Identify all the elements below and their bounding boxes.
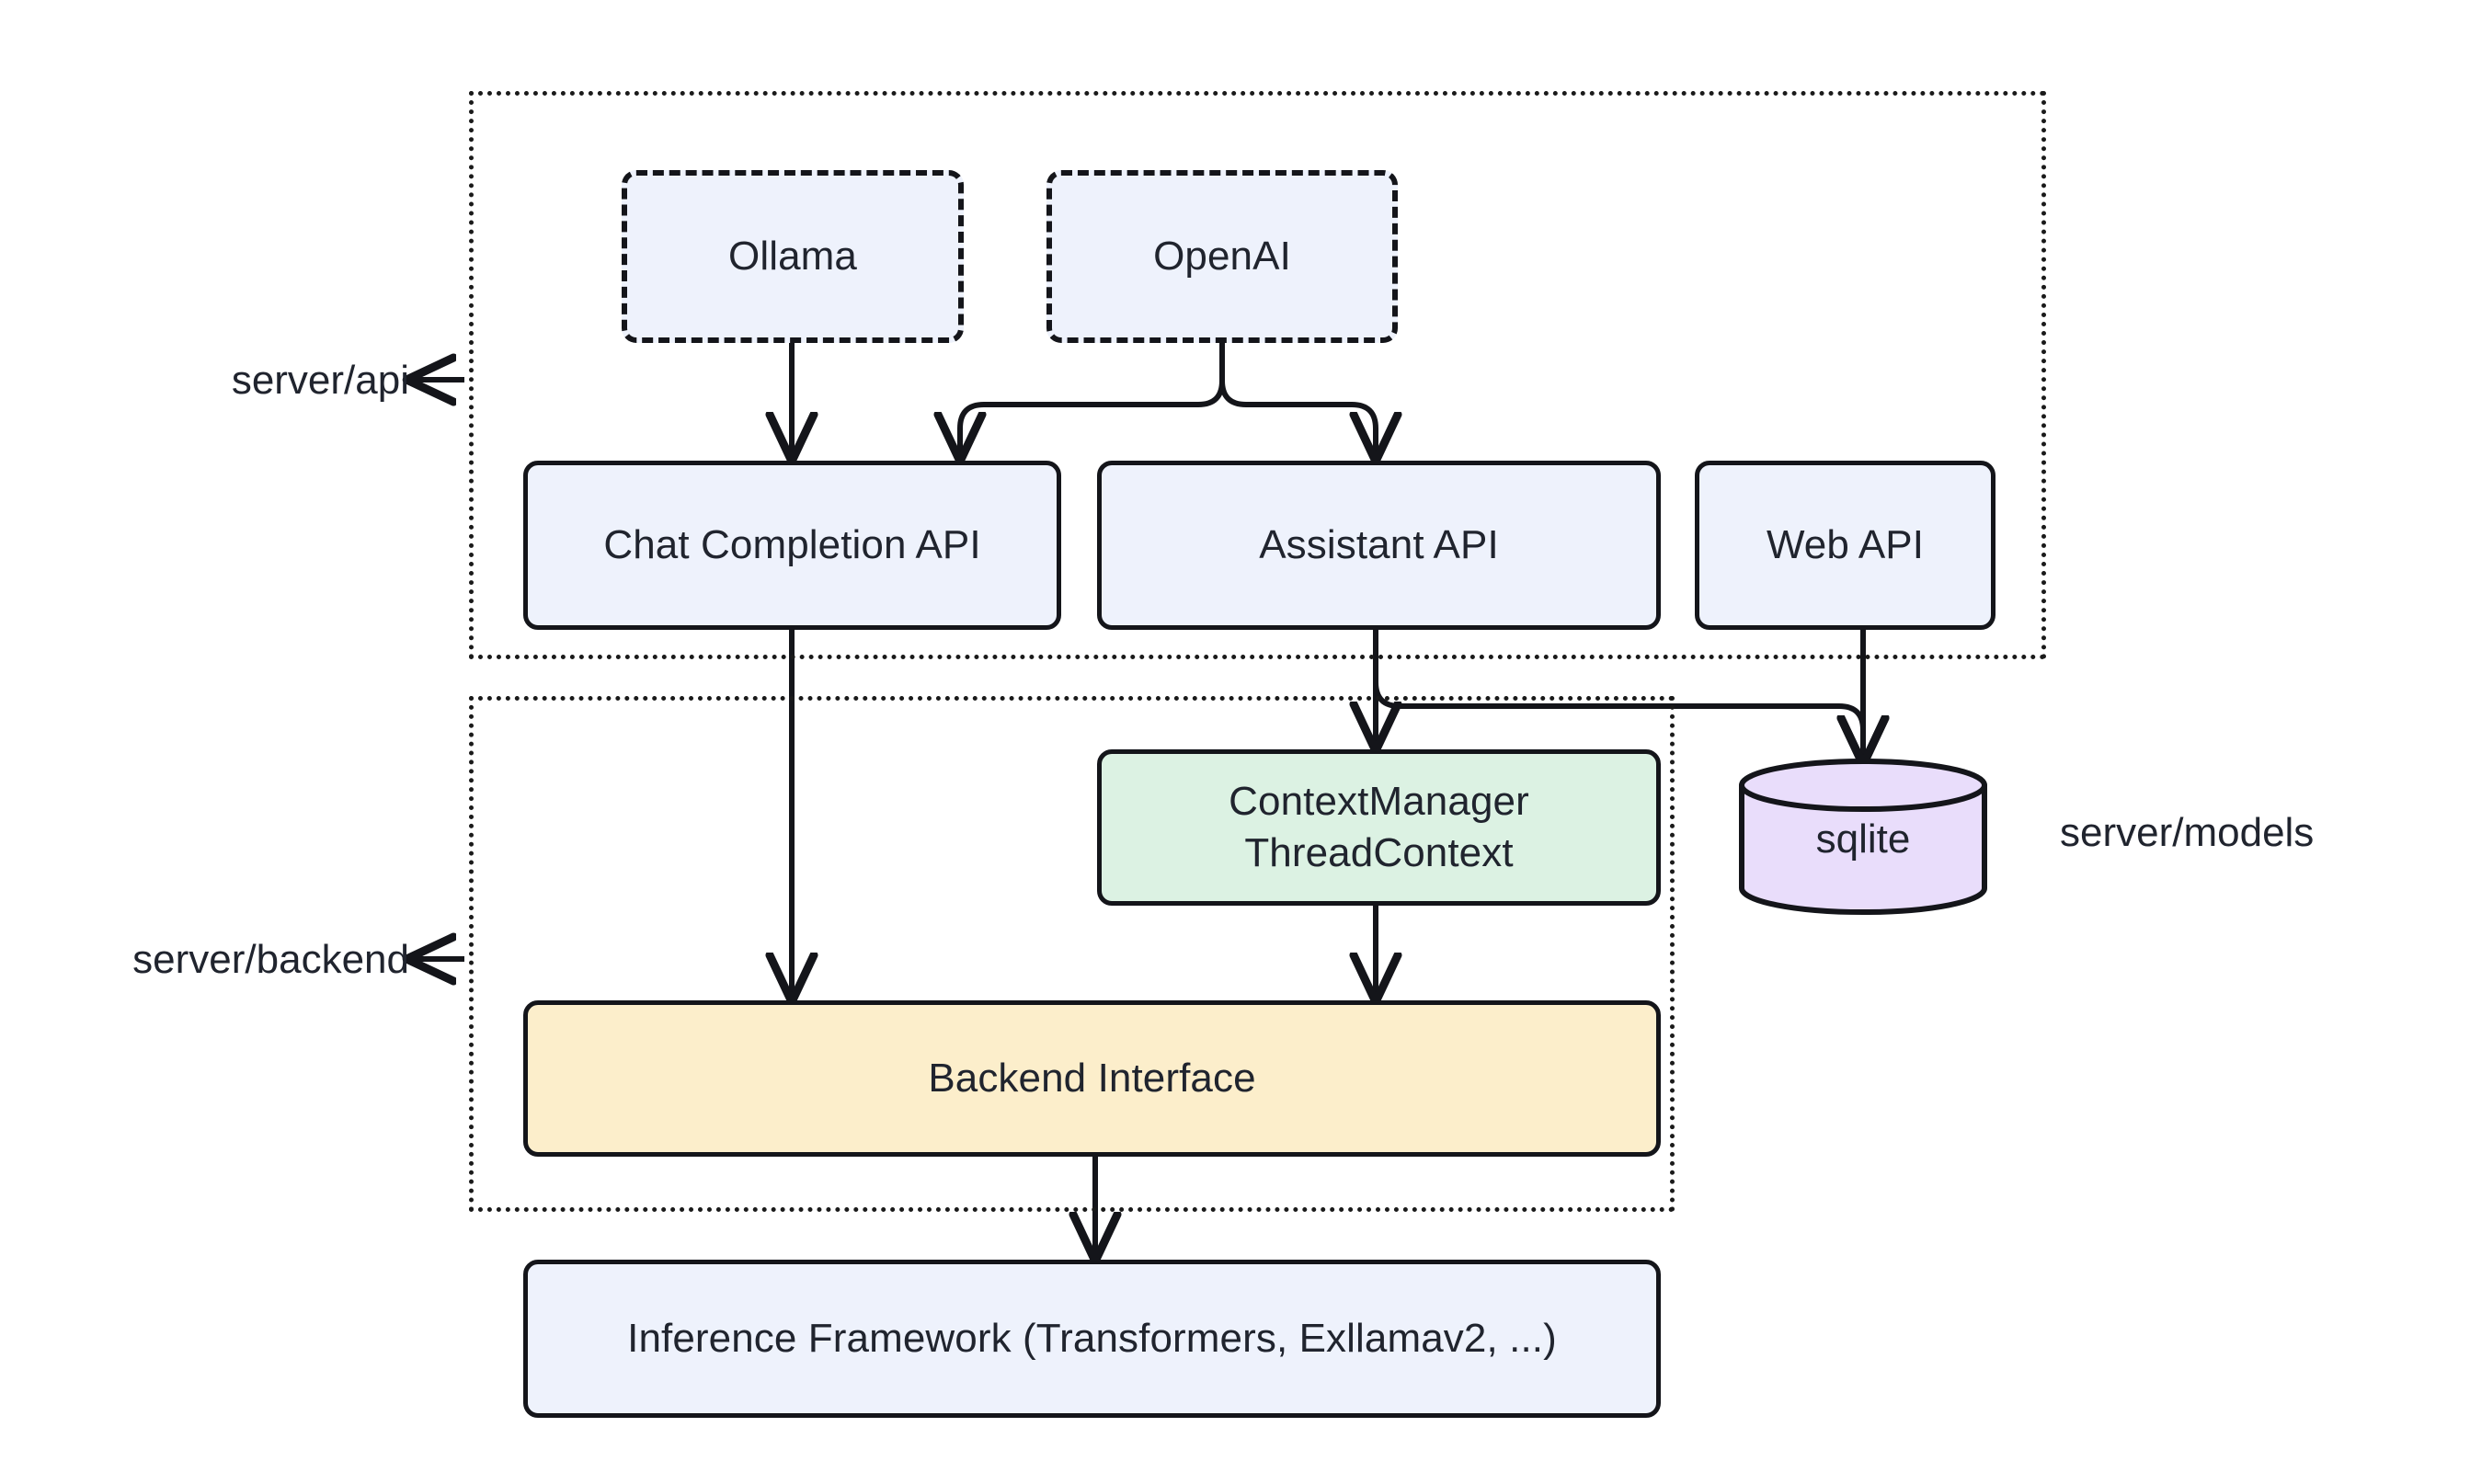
node-web-api[interactable]: Web API: [1695, 461, 1995, 630]
node-ollama-label: Ollama: [728, 233, 857, 279]
label-server-api: server/api: [55, 355, 409, 406]
label-server-backend-text: server/backend: [132, 937, 409, 982]
node-chat-completion-api-label: Chat Completion API: [603, 521, 981, 567]
node-assistant-api[interactable]: Assistant API: [1097, 461, 1661, 630]
node-context-manager-label: ContextManager ThreadContext: [1229, 778, 1529, 875]
label-server-api-text: server/api: [231, 358, 409, 403]
node-context-manager[interactable]: ContextManager ThreadContext: [1097, 749, 1661, 906]
node-web-api-label: Web API: [1766, 521, 1925, 567]
node-backend-interface-label: Backend Interface: [928, 1055, 1256, 1101]
label-server-backend: server/backend: [18, 934, 409, 986]
group-server-api: [469, 91, 2046, 659]
group-server-backend: [469, 696, 1675, 1212]
cylinder-shape: [1739, 759, 1987, 915]
label-server-models-text: server/models: [2060, 810, 2315, 855]
label-server-models: server/models: [2060, 807, 2314, 859]
node-inference-framework-label: Inference Framework (Transformers, Exlla…: [627, 1315, 1557, 1361]
node-inference-framework[interactable]: Inference Framework (Transformers, Exlla…: [523, 1260, 1661, 1418]
node-assistant-api-label: Assistant API: [1259, 521, 1499, 567]
node-openai-label: OpenAI: [1153, 233, 1291, 279]
node-ollama[interactable]: Ollama: [622, 170, 964, 343]
node-backend-interface[interactable]: Backend Interface: [523, 1000, 1661, 1157]
node-chat-completion-api[interactable]: Chat Completion API: [523, 461, 1061, 630]
node-openai[interactable]: OpenAI: [1046, 170, 1398, 343]
node-sqlite-database[interactable]: sqlite: [1738, 758, 1988, 916]
